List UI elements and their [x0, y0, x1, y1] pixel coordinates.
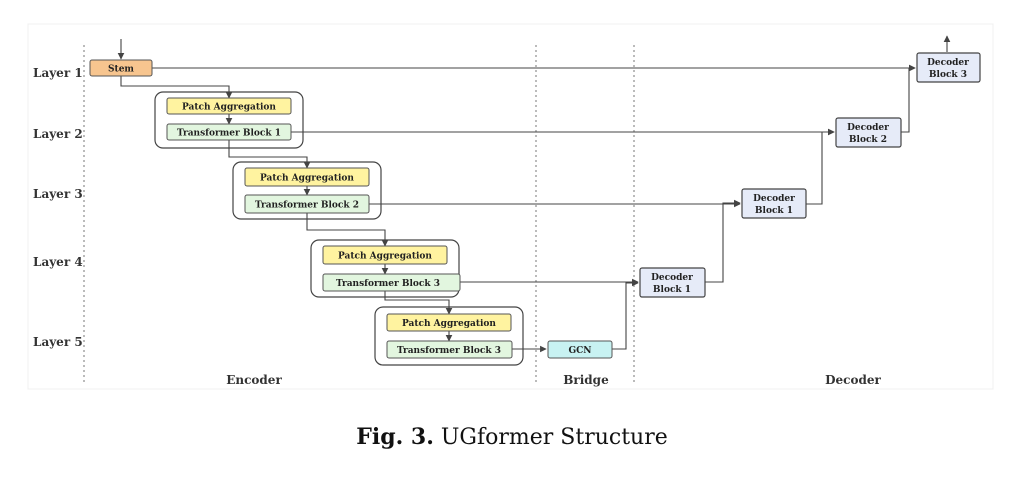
- decoder-block-layer2-line2: Block 2: [849, 135, 887, 145]
- figure-caption-text: UGformer Structure: [440, 425, 668, 450]
- transformer-block-label-4: Transformer Block 3: [397, 346, 501, 356]
- transformer-block-node-4: Transformer Block 3: [386, 340, 513, 359]
- layer-label-1: Layer 1: [33, 66, 83, 80]
- decoder-block-layer2-line1: Decoder: [847, 123, 889, 133]
- section-label-decoder: Decoder: [825, 373, 881, 387]
- decoder-block-layer3-line2: Block 1: [755, 206, 793, 216]
- patch-aggregation-label-4: Patch Aggregation: [402, 319, 496, 329]
- layer-label-5: Layer 5: [33, 335, 83, 349]
- layer-label-2: Layer 2: [33, 127, 83, 141]
- stem-node-label: Stem: [108, 65, 134, 75]
- transformer-block-node-3: Transformer Block 3: [322, 273, 461, 292]
- edge-tb1-pa2: [228, 140, 311, 169]
- figure-caption: Fig. 3. UGformer Structure: [0, 424, 1024, 450]
- patch-aggregation-node-2: Patch Aggregation: [244, 167, 370, 187]
- decoder-block-layer1-line1: Decoder: [927, 58, 969, 68]
- gcn-node-label: GCN: [568, 346, 591, 356]
- edge-tb2-pa3: [306, 213, 389, 247]
- patch-aggregation-node-1: Patch Aggregation: [166, 97, 292, 115]
- gcn-node: GCN: [547, 340, 613, 359]
- decoder-block-node-layer2: Decoder Block 2: [835, 117, 902, 148]
- transformer-block-label-3: Transformer Block 3: [336, 279, 440, 289]
- section-label-bridge: Bridge: [563, 373, 609, 387]
- decoder-block-node-layer3: Decoder Block 1: [741, 188, 807, 219]
- patch-aggregation-node-4: Patch Aggregation: [386, 313, 512, 332]
- decoder-block-layer4-line1: Decoder: [651, 273, 693, 283]
- edge-gcn-dec4: [612, 279, 639, 350]
- patch-aggregation-label-2: Patch Aggregation: [260, 174, 354, 184]
- section-label-encoder: Encoder: [226, 373, 282, 387]
- decoder-block-layer1-line2: Block 3: [929, 70, 967, 80]
- stem-node: Stem: [89, 59, 153, 77]
- decoder-block-layer4-line2: Block 1: [653, 285, 691, 295]
- decoder-block-layer3-line1: Decoder: [753, 194, 795, 204]
- diagram-frame: [27, 23, 994, 390]
- layer-label-3: Layer 3: [33, 187, 83, 201]
- patch-aggregation-label-3: Patch Aggregation: [338, 252, 432, 262]
- edge-stem-pa1: [120, 76, 233, 99]
- layer-label-4: Layer 4: [33, 255, 83, 269]
- transformer-block-node-1: Transformer Block 1: [166, 123, 292, 141]
- transformer-block-label-1: Transformer Block 1: [177, 129, 281, 139]
- patch-aggregation-node-3: Patch Aggregation: [322, 245, 448, 265]
- edge-dec4-dec3: [705, 199, 741, 283]
- decoder-block-node-layer4: Decoder Block 1: [639, 267, 706, 298]
- edge-tb3-pa4: [384, 291, 453, 315]
- transformer-block-node-2: Transformer Block 2: [244, 194, 370, 214]
- figure-caption-label: Fig. 3.: [356, 424, 434, 450]
- edges: [117, 35, 951, 353]
- patch-aggregation-label-1: Patch Aggregation: [182, 103, 276, 113]
- transformer-block-label-2: Transformer Block 2: [255, 201, 359, 211]
- decoder-block-node-layer1: Decoder Block 3: [916, 52, 981, 83]
